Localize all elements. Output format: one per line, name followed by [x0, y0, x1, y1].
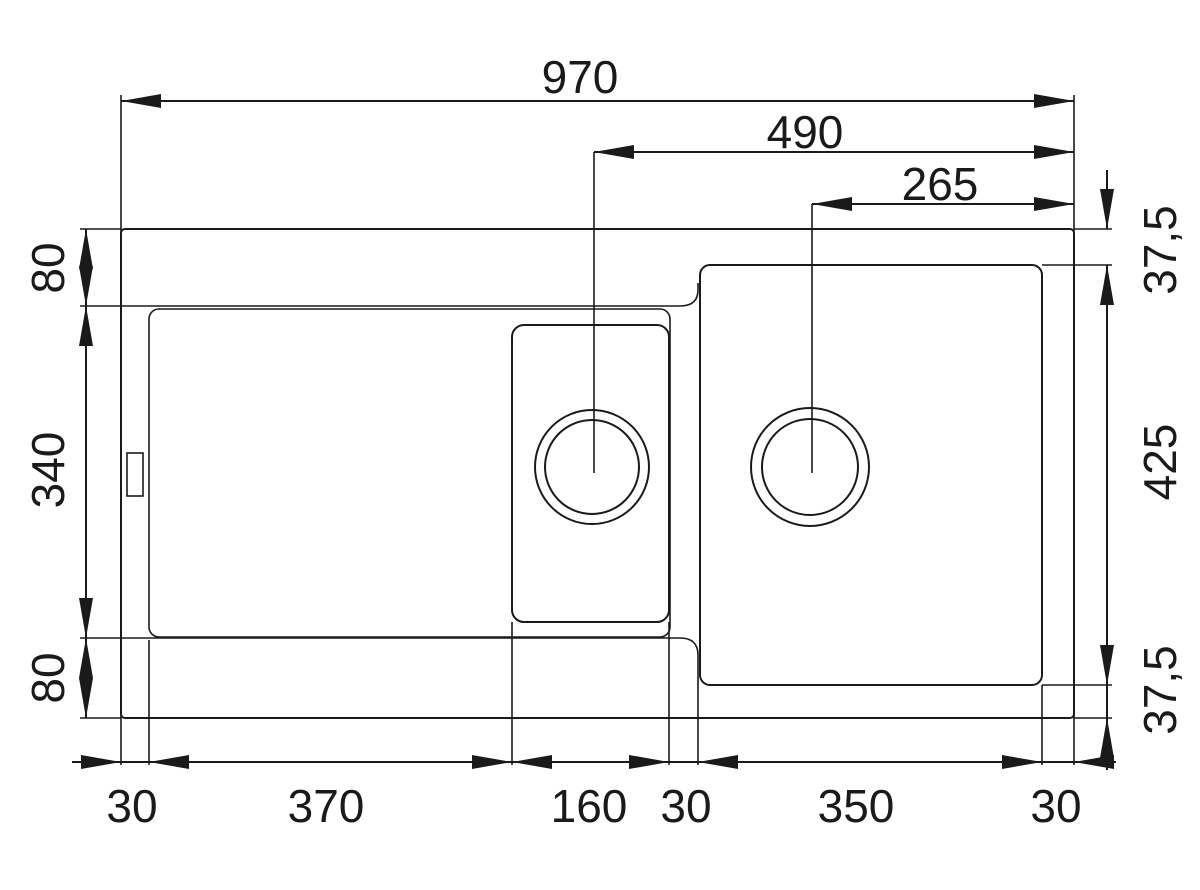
dim-30-middle-label: 30: [660, 780, 711, 832]
dim-425-label: 425: [1134, 424, 1186, 501]
dim-350-label: 350: [818, 780, 895, 832]
overflow-slot: [126, 452, 144, 497]
dim-340-label: 340: [22, 432, 74, 509]
dim-970-label: 970: [542, 51, 619, 103]
small-bowl-drain-icon: [534, 409, 650, 525]
drainboard-edge-bottom: [121, 637, 699, 664]
sink-outline: [120, 228, 1075, 719]
dim-160-label: 160: [551, 780, 628, 832]
dim-265-label: 265: [902, 158, 979, 210]
dim-37-5-bottom-label: 37,5: [1134, 645, 1186, 735]
dim-80-top-label: 80: [22, 242, 74, 293]
large-bowl-drain-icon: [750, 407, 870, 527]
dim-30-left-label: 30: [106, 780, 157, 832]
sink-outer-rim: [120, 228, 1075, 719]
dim-37-5-top-label: 37,5: [1134, 205, 1186, 295]
dim-30-right-label: 30: [1030, 780, 1081, 832]
bottom-dimensions: 30 370 160 30 350 30: [72, 755, 1116, 832]
left-dimensions: 80 340 80: [22, 229, 93, 718]
drainboard-area: [148, 308, 671, 638]
dim-80-bottom-label: 80: [22, 652, 74, 703]
large-bowl: [699, 264, 1043, 686]
right-dimensions: 37,5 425 37,5: [1100, 170, 1186, 770]
dim-370-label: 370: [288, 780, 365, 832]
dim-490-label: 490: [767, 106, 844, 158]
drainboard-edge-top: [121, 283, 699, 307]
small-bowl: [511, 324, 670, 623]
top-dimensions: 970 490 265: [121, 51, 1074, 211]
